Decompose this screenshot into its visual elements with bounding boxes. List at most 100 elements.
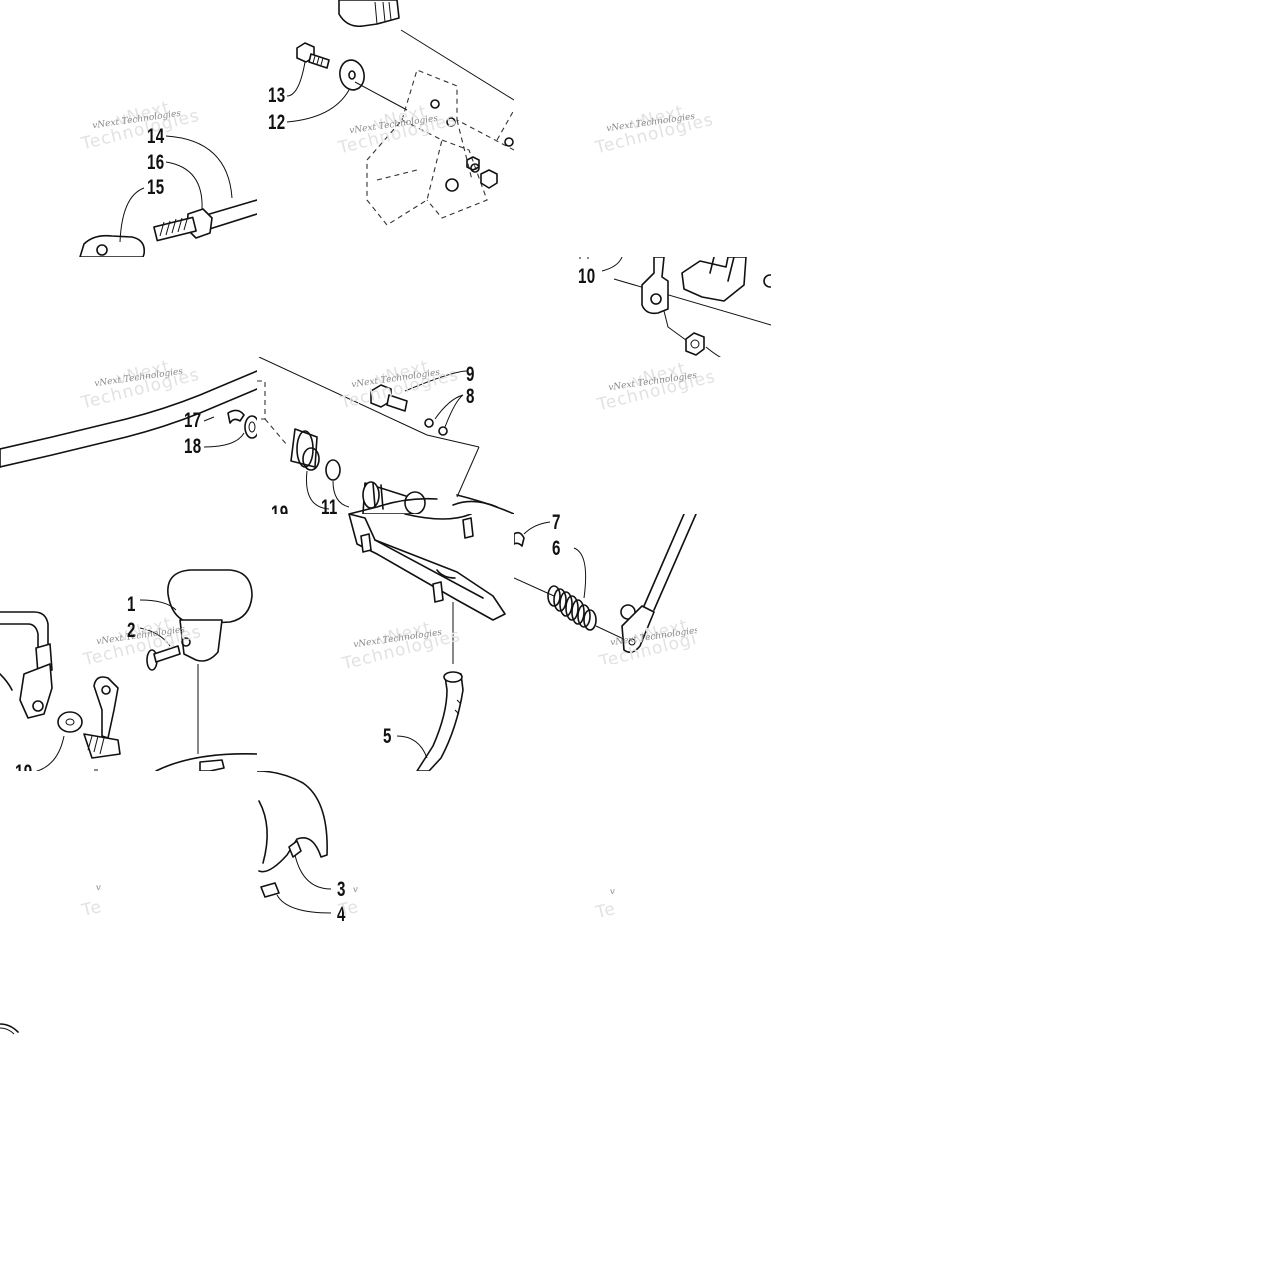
watermark-fragment: v [609,886,616,898]
callout-11: 11 [321,496,338,514]
cover-drawing [257,771,332,914]
bolt-shank-part [308,53,330,69]
tile-fragment: v Te [514,771,771,928]
leader-19 [35,735,65,771]
pivot-shaft-end [362,481,380,509]
rod-threads [159,215,189,237]
frame-nut [480,169,498,189]
lever-bar [348,514,506,621]
frame-dashed-side [426,139,488,219]
u-bracket-tab [19,663,53,719]
leader-10 [601,257,623,272]
tile-empty: vNext Technologies vNext Technologies [514,0,771,257]
clip-part [514,531,525,547]
link-hole [628,638,636,646]
frame-hole [445,178,459,192]
shift-knob-drawing [0,569,257,771]
bracket-folds [709,257,735,282]
leader-15 [119,187,145,243]
leader-16 [165,161,203,211]
leader-11b [332,480,350,508]
callout-15: 15 [147,176,165,199]
leader-9 [404,370,468,392]
lever-top-curve [404,514,472,520]
callout-6: 6 [552,537,561,560]
callout-19: 19 [15,762,33,771]
fitting-stem [386,394,408,412]
callout-3: 3 [337,878,346,901]
lever-edge [348,497,438,514]
callout-19: 19 [271,502,289,514]
callout-17: 17 [184,409,202,432]
callout-4: 4 [337,903,346,926]
bracket-hole [650,293,662,305]
callout-7: 7 [552,514,561,534]
bushing-dashed [257,380,266,420]
leader-17 [203,416,215,422]
cover-slot [199,759,225,771]
tile-cable-end: vNext Technologies vNext Technologies 14… [0,0,257,257]
leader-12 [286,89,350,123]
bell-crank-hole [101,685,111,695]
rod-line [613,278,771,326]
leader-16 [705,346,721,357]
lever-ridge [374,539,484,599]
frame-hole [470,163,480,173]
callout-2: 2 [127,619,136,642]
frame-hole [446,117,456,127]
washer-hole [65,718,75,726]
frame-nut-small [466,156,480,171]
knob-hole [181,637,191,647]
link-rod-edge [643,514,685,607]
spring-axis-line [514,577,555,597]
leader-14 [165,135,233,199]
nut-leader [663,310,691,344]
frame-hole [504,137,514,147]
cover-inner-edge [258,800,268,864]
leader-13 [286,61,306,97]
callout-fragment [579,257,589,259]
link-rod-edge [653,514,697,611]
knob-part [167,569,253,625]
rod-line-right [456,446,480,498]
pivot-assembly-drawing [257,357,514,514]
rod-line-join [426,434,480,448]
stud-threads [87,735,105,755]
lever-edge-right [456,494,514,514]
tile-cover: 3 4 v Te [257,771,514,928]
long-leader [400,29,514,101]
cover-clip [260,882,280,898]
leader-18 [203,432,245,448]
leader-11 [305,470,330,510]
nut-hole [690,339,700,349]
tile-pivot-assembly: vNext Technologies vNext Technologies 9 … [257,357,514,514]
washer-leader [354,81,408,111]
rod-line-upper [258,357,428,436]
callout-9: 9 [466,363,475,386]
washer-hole [248,421,256,433]
tile-frame-bracket: vNext Technologies vNext Technologies 13… [257,0,514,257]
lever-curve [452,500,498,508]
bracket-plate [681,257,747,302]
rod-marks [454,699,462,715]
leader-4 [276,894,332,914]
leader-1 [139,599,177,611]
tile-shift-rod: vNext Technologies vNext Technologies 17… [0,357,257,514]
lever-tab [432,581,444,603]
callout-12: 12 [268,111,286,134]
watermark-fragment: Te [593,898,619,924]
edge-arc [0,1027,15,1035]
leader-8 [434,394,464,428]
leader-3 [294,854,332,890]
bracket-tab [641,257,669,315]
tile-shift-lever: vNext Technologies vNext Technologies 5 [257,514,514,771]
callout-16: 16 [147,151,165,174]
callout-13: 13 [268,84,286,107]
frame-bracket-drawing [286,0,514,226]
rod-end [443,671,463,683]
washer-hole [348,70,356,80]
clevis-part [79,234,146,257]
spring-part [547,585,597,631]
tile-pivot-bracket: 10 [514,257,771,357]
